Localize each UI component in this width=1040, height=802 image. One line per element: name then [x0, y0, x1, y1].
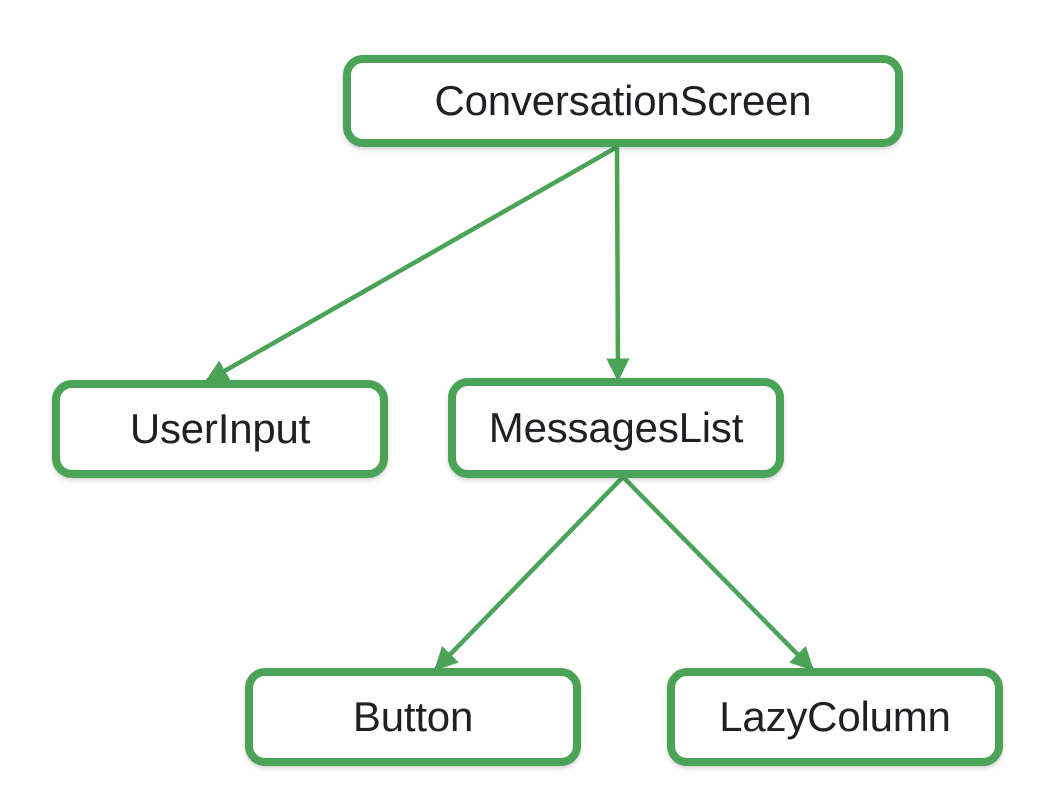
node-label-button: Button — [352, 693, 474, 740]
node-userinput[interactable]: UserInput — [52, 380, 388, 478]
edge-messageslist-lazycolumn — [621, 475, 814, 671]
edge-conversationscreen-userinput — [204, 145, 619, 383]
edge-messageslist-button — [434, 475, 625, 671]
edge-conversationscreen-messageslist — [606, 146, 630, 382]
node-button[interactable]: Button — [245, 668, 581, 766]
node-label-lazycolumn: LazyColumn — [719, 693, 951, 740]
node-label-conversationscreen: ConversationScreen — [434, 77, 812, 124]
node-messageslist[interactable]: MessagesList — [448, 378, 784, 478]
node-label-messageslist: MessagesList — [488, 404, 744, 451]
node-label-userinput: UserInput — [129, 405, 311, 452]
node-lazycolumn[interactable]: LazyColumn — [667, 668, 1003, 766]
node-conversationscreen[interactable]: ConversationScreen — [343, 55, 903, 147]
